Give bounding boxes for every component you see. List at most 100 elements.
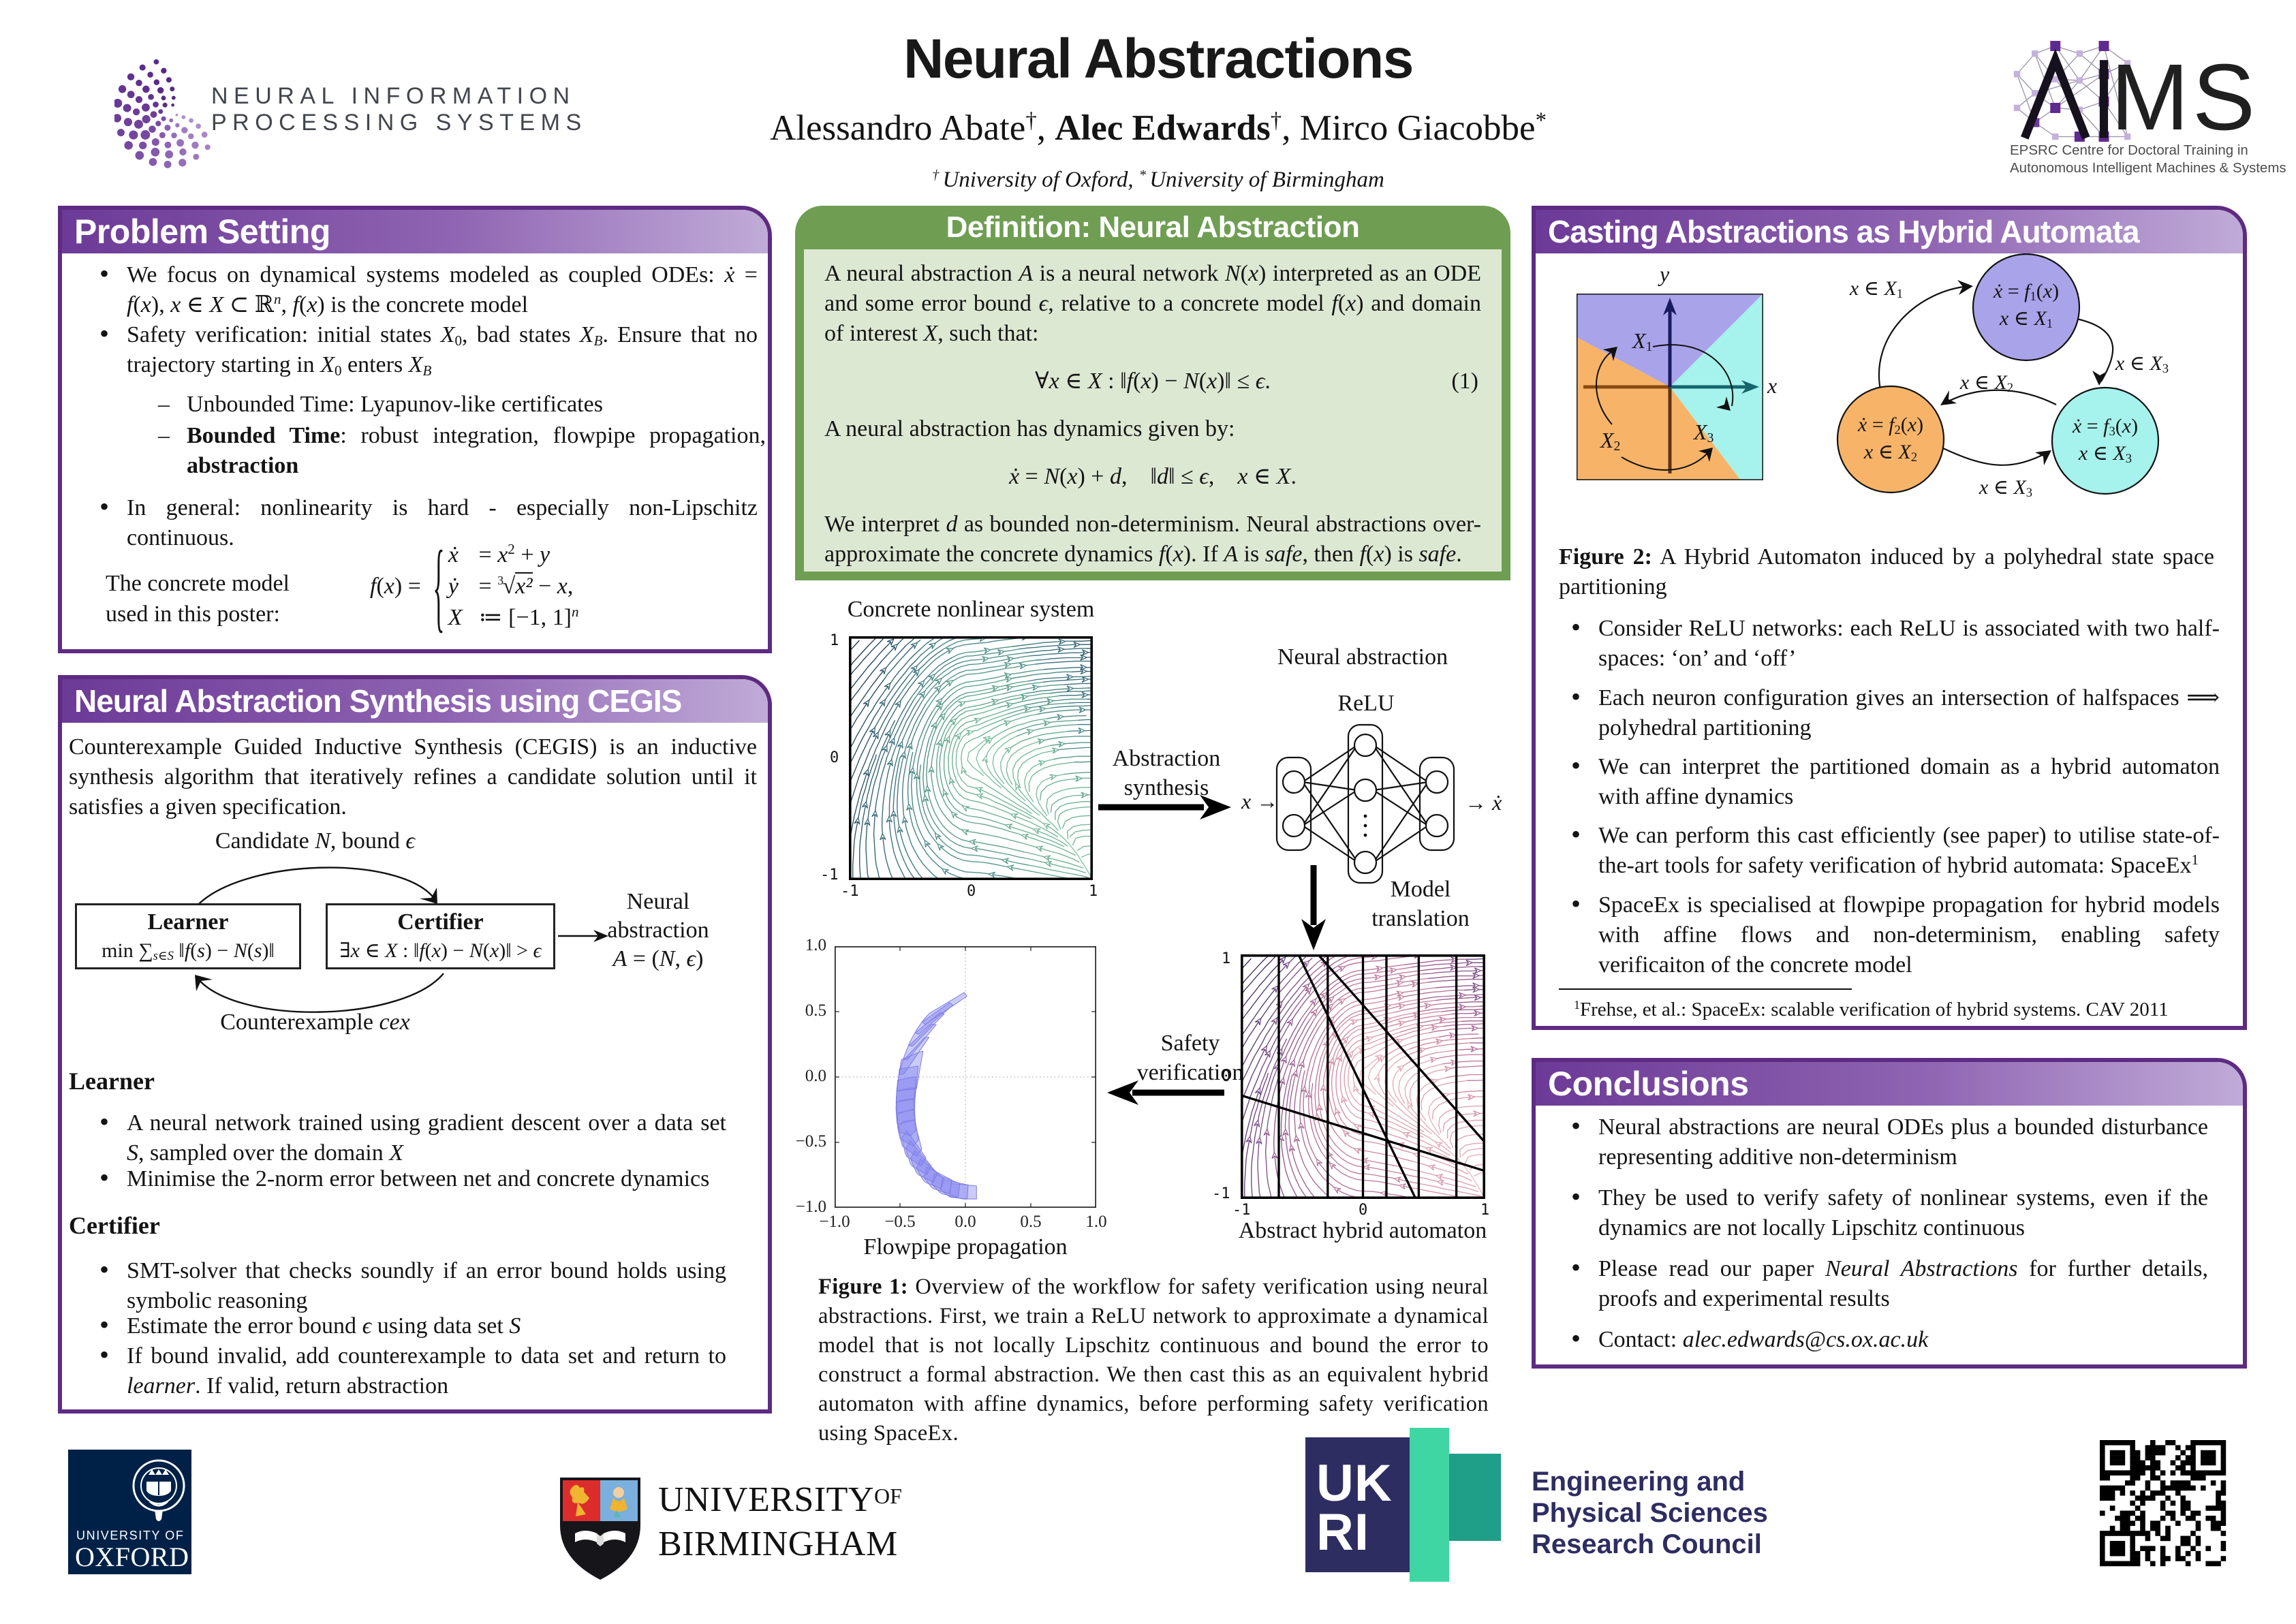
cegis-cex-label: Counterexample cex xyxy=(220,1010,410,1035)
fig1-arrow-model-label: Model translation xyxy=(1346,875,1495,933)
fig1-flow-ytick-3: −0.5 xyxy=(795,1132,826,1151)
panel-cegis-title: Neural Abstraction Synthesis using CEGIS xyxy=(74,683,682,719)
fig1-abstract-ytick-0: 0 xyxy=(1222,1068,1231,1085)
fig1-flow-arrows xyxy=(1098,795,1326,1105)
fig2-node2-line1: ẋ = f2(x) xyxy=(1857,413,1924,438)
bham-name: BIRMINGHAM xyxy=(658,1525,898,1563)
fig1-abstract-xtick-m1: -1 xyxy=(1232,1202,1251,1219)
cegis-diagram-arrows xyxy=(194,866,608,1013)
cegis-certifier-bullet-2: Estimate the error bound ϵ using data se… xyxy=(99,1310,726,1341)
panel-problem-setting: Problem Setting We focus on dynamical sy… xyxy=(58,206,772,653)
fig1-relu-label: ReLU xyxy=(1337,691,1395,716)
fig1-concrete-xtick-0: 0 xyxy=(967,883,976,900)
oxford-logo-line1: UNIVERSITY OF xyxy=(76,1529,185,1542)
panel-conclusions: Conclusions Neural abstractions are neur… xyxy=(1532,1058,2247,1369)
cegis-certifier-box-formula: ∃x ∈ X : ‖f(x) − N(x)‖ > ϵ xyxy=(339,939,542,962)
cegis-certifier-box-title: Certifier xyxy=(397,909,484,935)
aims-logo-icon xyxy=(2013,41,2131,142)
fig2-node3-line2: x ∈ X3 xyxy=(2078,442,2132,467)
fig1-abstract-ytick-1: 1 xyxy=(1222,950,1231,967)
ps-model-label: The concrete model used in this poster: xyxy=(106,571,290,627)
fig1-concrete-ytick-0: 0 xyxy=(830,749,839,766)
neurips-line2: PROCESSING SYSTEMS xyxy=(211,110,587,136)
def-eq1-body: ∀x ∈ X : ‖f(x) − N(x)‖ ≤ ϵ. xyxy=(1035,369,1271,394)
panel-problem-setting-header: Problem Setting xyxy=(62,210,768,253)
fig1-nn-input-label: x → xyxy=(1241,789,1279,813)
fig1-concrete-title: Concrete nonlinear system xyxy=(847,597,1095,622)
cegis-intro: Counterexample Guided Inductive Synthesi… xyxy=(69,734,757,819)
bham-university: UNIVERSITY xyxy=(658,1480,874,1519)
bham-of: OF xyxy=(873,1484,902,1508)
fig2-region2-label: X2 xyxy=(1600,428,1621,454)
aims-caption-line2: Autonomous Intelligent Machines & System… xyxy=(2010,160,2286,176)
fig2-axis-y-label: y xyxy=(1660,262,1670,286)
fig1-abstract-xtick-1: 1 xyxy=(1480,1202,1490,1219)
poster-affiliations: † University of Oxford, * University of … xyxy=(932,167,1384,192)
fig1-flow-xtick-1: −0.5 xyxy=(884,1213,916,1231)
panel-definition-header: Definition: Neural Abstraction xyxy=(795,206,1510,249)
ukri-letters-ri: RI xyxy=(1316,1503,1369,1561)
fig1-flow-ytick-4: −1.0 xyxy=(795,1198,826,1216)
fig2-node1-label: ẋ = f1(x) x ∈ X1 xyxy=(1972,278,2081,332)
cegis-output-line1: Neural xyxy=(626,889,690,914)
ps-eq-r1-lhs: ẋ xyxy=(448,542,459,567)
fig1-flow-xtick-0: −1.0 xyxy=(819,1213,850,1231)
fig1-arrow-safety-line1: Safety xyxy=(1160,1031,1220,1056)
casting-footnote: 1Frehse, et al.: SpaceEx: scalable verif… xyxy=(1574,998,2169,1020)
birmingham-logo xyxy=(557,1475,643,1586)
panel-definition: Definition: Neural Abstraction A neural … xyxy=(795,206,1510,580)
fig2-edge3-label: x ∈ X2 xyxy=(1959,371,2014,396)
panel-casting: Casting Abstractions as Hybrid Automata xyxy=(1532,206,2247,1030)
fig1-arrow-model-line1: Model xyxy=(1390,877,1451,902)
fig1-flow-ytick-0: 1.0 xyxy=(805,936,826,954)
aims-logo-ms: MS xyxy=(2111,45,2259,150)
def-paragraph-2: A neural abstraction has dynamics given … xyxy=(824,416,1235,441)
fig2-edge2-label: x ∈ X3 xyxy=(2115,352,2169,377)
neurips-logo-icon xyxy=(114,59,211,168)
cegis-certifier-heading: Certifier xyxy=(69,1212,160,1239)
panel-cegis-header: Neural Abstraction Synthesis using CEGIS xyxy=(62,679,768,723)
ps-sub-bullet-2: Bounded Time: robust integration, flowpi… xyxy=(158,421,766,481)
casting-bullet-5: SpaceEx is specialised at flowpipe propa… xyxy=(1571,889,2220,980)
casting-footnote-rule xyxy=(1559,988,1852,990)
fig1-arrow-safety-line2: verification xyxy=(1136,1060,1244,1085)
fig1-flow-xtick-4: 1.0 xyxy=(1085,1213,1107,1231)
fig1-abstract-ytick-m1: -1 xyxy=(1212,1185,1230,1202)
ps-eq-lhs: f(x) = xyxy=(370,574,421,599)
fig1-concrete-xtick-m1: -1 xyxy=(841,883,859,900)
fig1-abstract-xtick-0: 0 xyxy=(1359,1202,1368,1219)
fig1-nn-output-label: → ẋ xyxy=(1465,790,1502,815)
poster-authors: Alessandro Abate†, Alec Edwards†, Mirco … xyxy=(769,108,1547,148)
ps-bullet-3: In general: nonlinearity is hard - espec… xyxy=(99,492,758,553)
ukri-letters-uk: UK xyxy=(1316,1454,1393,1512)
cegis-certifier-bullet-1: SMT-solver that checks soundly if an err… xyxy=(99,1255,726,1316)
panel-conclusions-title: Conclusions xyxy=(1548,1065,1749,1103)
birmingham-crest-icon xyxy=(560,1478,640,1580)
def-paragraph-3: We interpret d as bounded non-determinis… xyxy=(824,512,1481,567)
ps-sub-bullet-1: Unbounded Time: Lyapunov-like certificat… xyxy=(158,390,766,420)
ps-eq-brace: { xyxy=(433,529,445,642)
fig1-abstract-streamplot xyxy=(1241,954,1485,1199)
conclusions-bullet-3: Please read our paper Neural Abstraction… xyxy=(1571,1253,2208,1314)
cegis-learner-heading: Learner xyxy=(69,1067,155,1095)
fig1-nn-diagram xyxy=(1275,723,1455,884)
fig1-concrete-ytick-1: 1 xyxy=(830,632,839,649)
fig1-arrow-model-line2: translation xyxy=(1371,906,1470,931)
ps-bullet-2: Safety verification: initial states X0, … xyxy=(99,319,758,380)
cegis-certifier-bullet-3: If bound invalid, add counterexample to … xyxy=(99,1340,726,1401)
fig1-arrow-abstraction-line2: synthesis xyxy=(1123,775,1209,800)
oxford-crest-icon xyxy=(132,1459,185,1521)
fig1-concrete-ytick-m1: -1 xyxy=(820,866,839,884)
cegis-learner-bullet-2: Minimise the 2-norm error between net an… xyxy=(99,1163,726,1194)
casting-bullet-2: Each neuron configuration gives an inter… xyxy=(1571,682,2220,743)
def-equation-1: ∀x ∈ X : ‖f(x) − N(x)‖ ≤ ϵ. (1) xyxy=(824,366,1481,396)
ps-bullet-1: We focus on dynamical systems modeled as… xyxy=(99,259,758,320)
fig1-flow-ytick-1: 0.5 xyxy=(805,1001,826,1020)
panel-cegis: Neural Abstraction Synthesis using CEGIS… xyxy=(58,675,772,1414)
conclusions-bullet-1: Neural abstractions are neural ODEs plus… xyxy=(1571,1111,2208,1172)
oxford-logo: UNIVERSITY OF OXFORD xyxy=(68,1450,191,1574)
cegis-learner-box-title: Learner xyxy=(147,909,229,935)
fig1-flowpipe-plot xyxy=(835,946,1096,1208)
cegis-output-line3: A = (N, ϵ) xyxy=(612,946,704,971)
